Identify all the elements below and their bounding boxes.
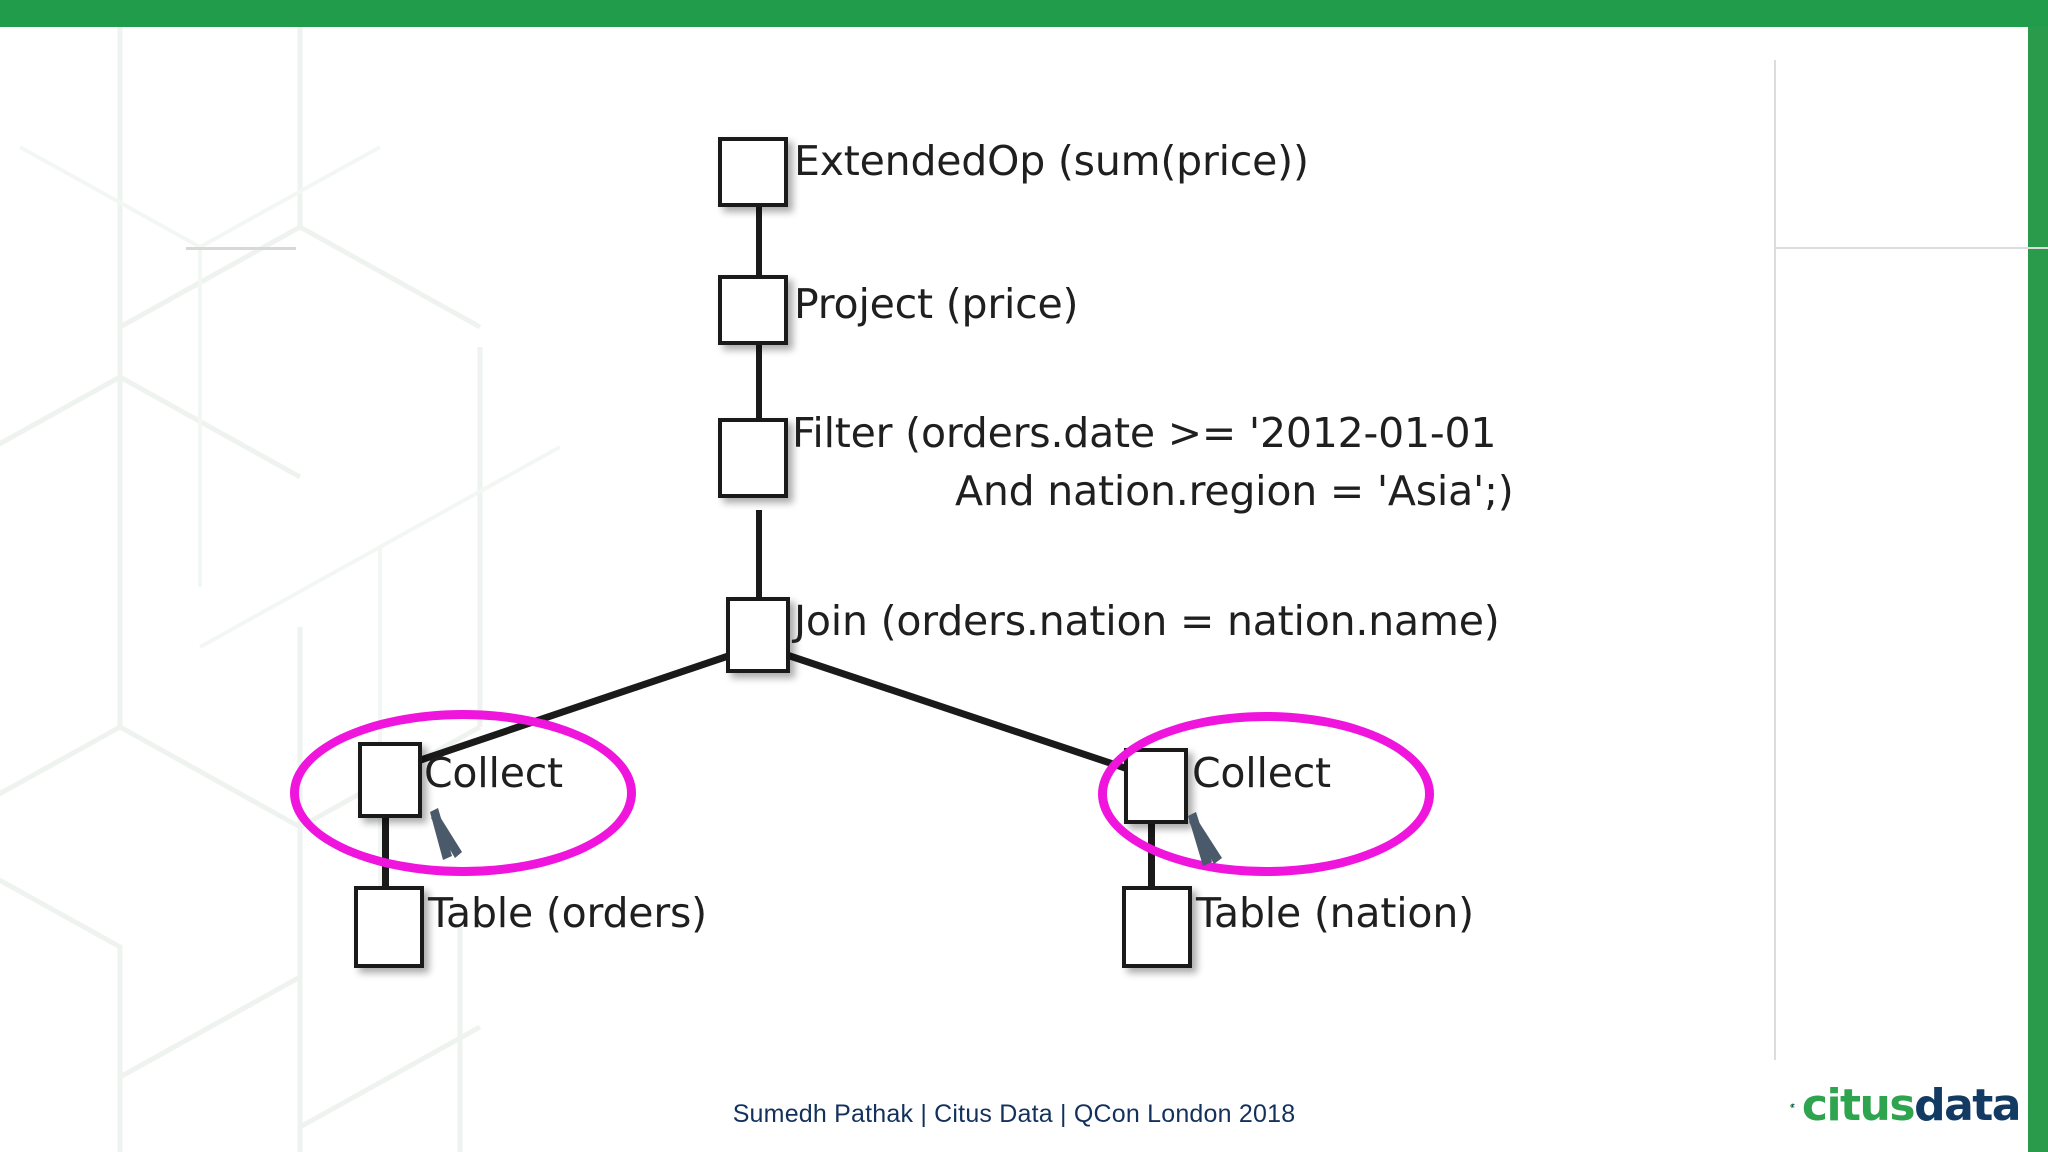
node-extendedop-label: ExtendedOp (sum(price)) [794,137,1309,185]
layout-guide-vertical [1774,60,1776,1060]
arrow-mark-left [430,808,462,860]
citus-data-logo[interactable]: citusdata [1790,1078,2022,1134]
arrow-mark-right [1188,812,1222,866]
node-project[interactable] [718,275,788,345]
right-green-bar [2028,27,2048,1152]
highlight-ellipse-collect-right [1098,712,1434,876]
node-table-orders-label: Table (orders) [428,889,707,937]
logo-wordmark: citusdata [1802,1084,2022,1128]
edge-extendedop-project [756,190,762,280]
edge-join-collect-right [770,646,1142,777]
node-filter-label-line2: And nation.region = 'Asia';) [955,467,1514,515]
node-table-nation[interactable] [1122,886,1192,968]
edge-project-filter [756,320,762,420]
node-table-orders[interactable] [354,886,424,968]
node-join-label: Join (orders.nation = nation.name) [794,597,1500,645]
footer-credit: Sumedh Pathak | Citus Data | QCon London… [732,1100,1296,1128]
layout-guide-left-tick [186,247,296,250]
logo-word-citus: citus [1801,1080,1916,1131]
edge-filter-join [756,510,762,600]
citus-swirl-icon [1790,1103,1796,1108]
node-filter-label: Filter (orders.date >= '2012-01-01 [792,409,1497,457]
node-project-label: Project (price) [794,280,1079,328]
node-join[interactable] [726,597,790,673]
logo-word-data: data [1914,1080,2021,1131]
node-filter[interactable] [718,418,788,498]
layout-guide-horizontal [1774,247,2048,249]
node-extendedop[interactable] [718,137,788,207]
node-table-nation-label: Table (nation) [1196,889,1474,937]
top-green-bar [0,0,2048,27]
